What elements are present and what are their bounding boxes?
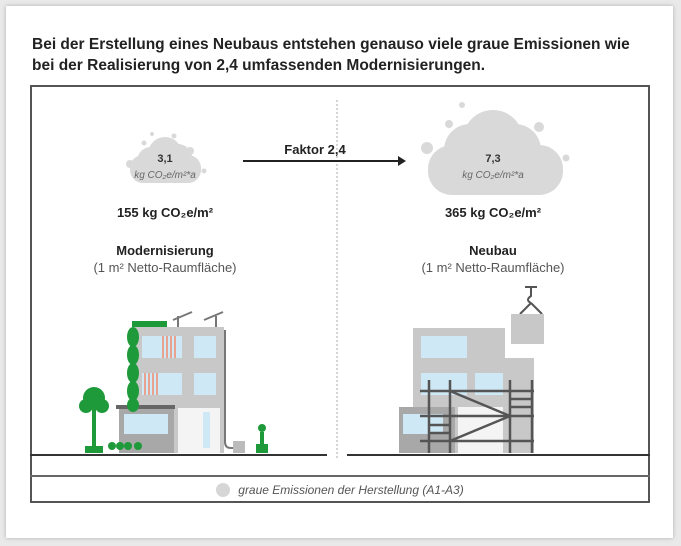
gray-dot-icon <box>216 483 231 497</box>
legend-divider <box>30 475 650 477</box>
arrow-head <box>398 156 406 166</box>
diagram-frame <box>30 85 650 503</box>
right-note: (1 m² Netto-Raumfläche) <box>421 260 565 275</box>
left-cloud-unit: kg CO₂e/m²*a <box>134 170 196 181</box>
left-total: 155 kg CO₂e/m² <box>116 205 214 220</box>
legend: graue Emissionen der Herstellung (A1-A3) <box>30 477 650 503</box>
left-cloud-number: 3,1 <box>157 153 173 165</box>
arrow-label: Faktor 2,4 <box>284 142 346 157</box>
new-building-icon <box>399 286 544 453</box>
right-cloud-number: 7,3 <box>485 153 501 165</box>
left-name: Modernisierung <box>116 243 214 258</box>
cloud-left-icon <box>126 132 207 183</box>
right-total: 365 kg CO₂e/m² <box>444 205 542 220</box>
left-note: (1 m² Netto-Raumfläche) <box>93 260 237 275</box>
cloud-right-icon <box>421 102 570 195</box>
legend-label: graue Emissionen der Herstellung (A1-A3) <box>238 483 464 497</box>
title: Bei der Erstellung eines Neubaus entsteh… <box>32 36 630 74</box>
modernized-building-icon <box>79 311 268 453</box>
right-cloud-unit: kg CO₂e/m²*a <box>462 170 524 181</box>
right-name: Neubau <box>469 243 517 258</box>
infographic-card <box>6 6 673 538</box>
